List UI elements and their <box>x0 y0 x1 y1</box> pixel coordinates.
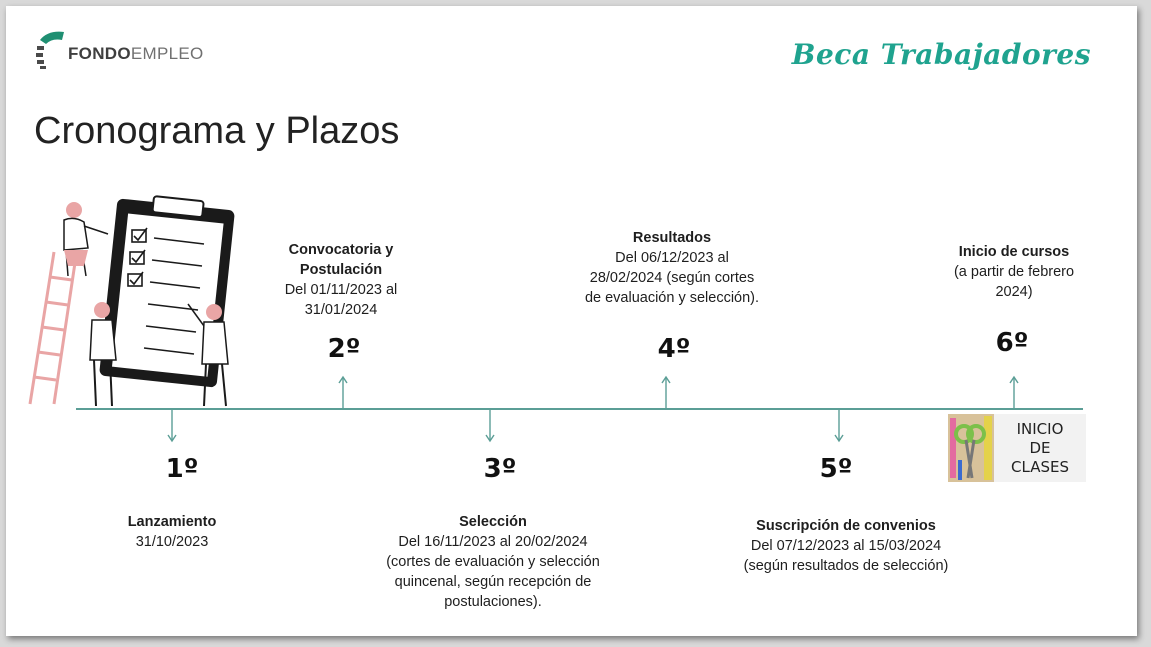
step-4-heading: Resultados <box>632 230 712 246</box>
step-2-line: 31/01/2024 <box>304 302 378 318</box>
page-title: Cronograma y Plazos <box>34 110 400 152</box>
step-4-text: Resultados Del 06/12/2023 al 28/02/2024 … <box>554 228 790 308</box>
step-1-text: Lanzamiento 31/10/2023 <box>92 512 252 552</box>
arrow-up-icon <box>661 375 671 408</box>
step-1-line: 31/10/2023 <box>135 534 209 550</box>
logo-wordmark: FONDOEMPLEO <box>68 44 204 63</box>
step-number-4: 4º <box>657 334 691 364</box>
step-5-line: (según resultados de selección) <box>743 558 949 574</box>
step-2-heading-line: Convocatoria y <box>288 242 394 258</box>
step-1-heading: Lanzamiento <box>127 514 217 530</box>
step-4-line: Del 06/12/2023 al <box>615 250 729 266</box>
step-2-line: Del 01/11/2023 al <box>284 282 398 298</box>
step-6-line: (a partir de febrero <box>953 264 1075 280</box>
arrow-down-icon <box>485 410 495 443</box>
timeline-line <box>76 408 1083 410</box>
brand-title: Beca Trabajadores <box>791 38 1091 71</box>
step-3-line: (cortes de evaluación y selección <box>386 554 600 570</box>
step-4-line: de evaluación y selección). <box>584 290 760 306</box>
step-5-text: Suscripción de convenios Del 07/12/2023 … <box>712 516 980 576</box>
step-number-1: 1º <box>165 454 199 484</box>
step-4-line: 28/02/2024 (según cortes <box>589 270 755 286</box>
clipboard-illustration <box>28 195 235 407</box>
step-3-heading: Selección <box>459 514 527 530</box>
arrow-up-icon <box>1009 375 1019 408</box>
step-2-heading-line: Postulación <box>299 262 383 278</box>
fondoempleo-logo: FONDOEMPLEO <box>34 28 234 78</box>
arrow-up-icon <box>338 375 348 408</box>
step-number-3: 3º <box>483 454 517 484</box>
step-number-5: 5º <box>819 454 853 484</box>
step-3-text: Selección Del 16/11/2023 al 20/02/2024 (… <box>358 512 628 612</box>
step-6-line: 2024) <box>995 284 1033 300</box>
school-supplies-icon <box>948 414 994 482</box>
step-number-6: 6º <box>995 328 1029 358</box>
step-3-line: postulaciones). <box>444 594 542 610</box>
step-5-line: Del 07/12/2023 al 15/03/2024 <box>750 538 942 554</box>
arrow-down-icon <box>834 410 844 443</box>
step-6-text: Inicio de cursos (a partir de febrero 20… <box>924 242 1104 302</box>
step-5-heading: Suscripción de convenios <box>756 518 936 534</box>
step-6-heading: Inicio de cursos <box>958 244 1070 260</box>
inicio-de-clases-text: INICIO DE CLASES <box>1011 419 1069 476</box>
step-3-line: quincenal, según recepción de <box>394 574 592 590</box>
slide: FONDOEMPLEO Beca Trabajadores Cronograma… <box>6 6 1137 636</box>
inicio-de-clases-image: INICIO DE CLASES <box>948 414 1086 482</box>
step-3-line: Del 16/11/2023 al 20/02/2024 <box>398 534 588 550</box>
step-number-2: 2º <box>327 334 361 364</box>
arrow-down-icon <box>167 410 177 443</box>
logo-mark-icon <box>36 31 64 69</box>
step-2-text: Convocatoria y Postulación Del 01/11/202… <box>256 240 426 320</box>
